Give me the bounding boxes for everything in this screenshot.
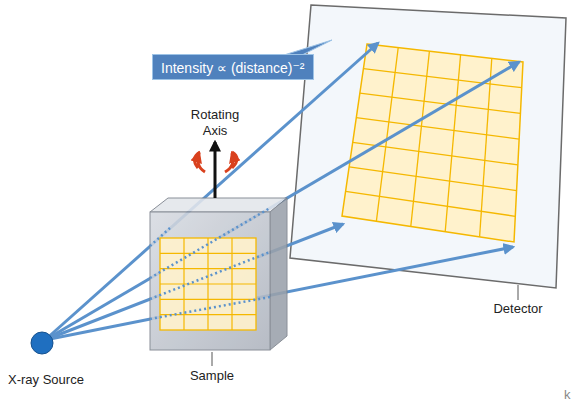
callout-text: Intensity ∝ (distance)⁻² [161,60,304,76]
part-label: Detector [493,301,542,317]
axis-label: Rotating Axis [184,107,246,138]
callout-box: Intensity ∝ (distance)⁻² [152,54,314,80]
sample-grid-lines [160,238,256,330]
part-label: X-ray Source [8,372,84,388]
callout-tail [284,40,332,55]
x-ray-source [31,332,53,354]
rotation-arrow-head [225,153,233,172]
rotation-arrow-head [198,153,205,172]
sample-grid [160,238,256,330]
leader-line [518,285,519,300]
detector-grid [342,44,523,242]
rotating-axis [214,142,217,198]
leader-line [212,352,213,366]
detector-panel [290,5,566,288]
beam-through-sample [150,208,270,319]
sample-block [150,198,287,350]
part-label: Sample [190,368,234,384]
watermark: k [564,387,571,403]
